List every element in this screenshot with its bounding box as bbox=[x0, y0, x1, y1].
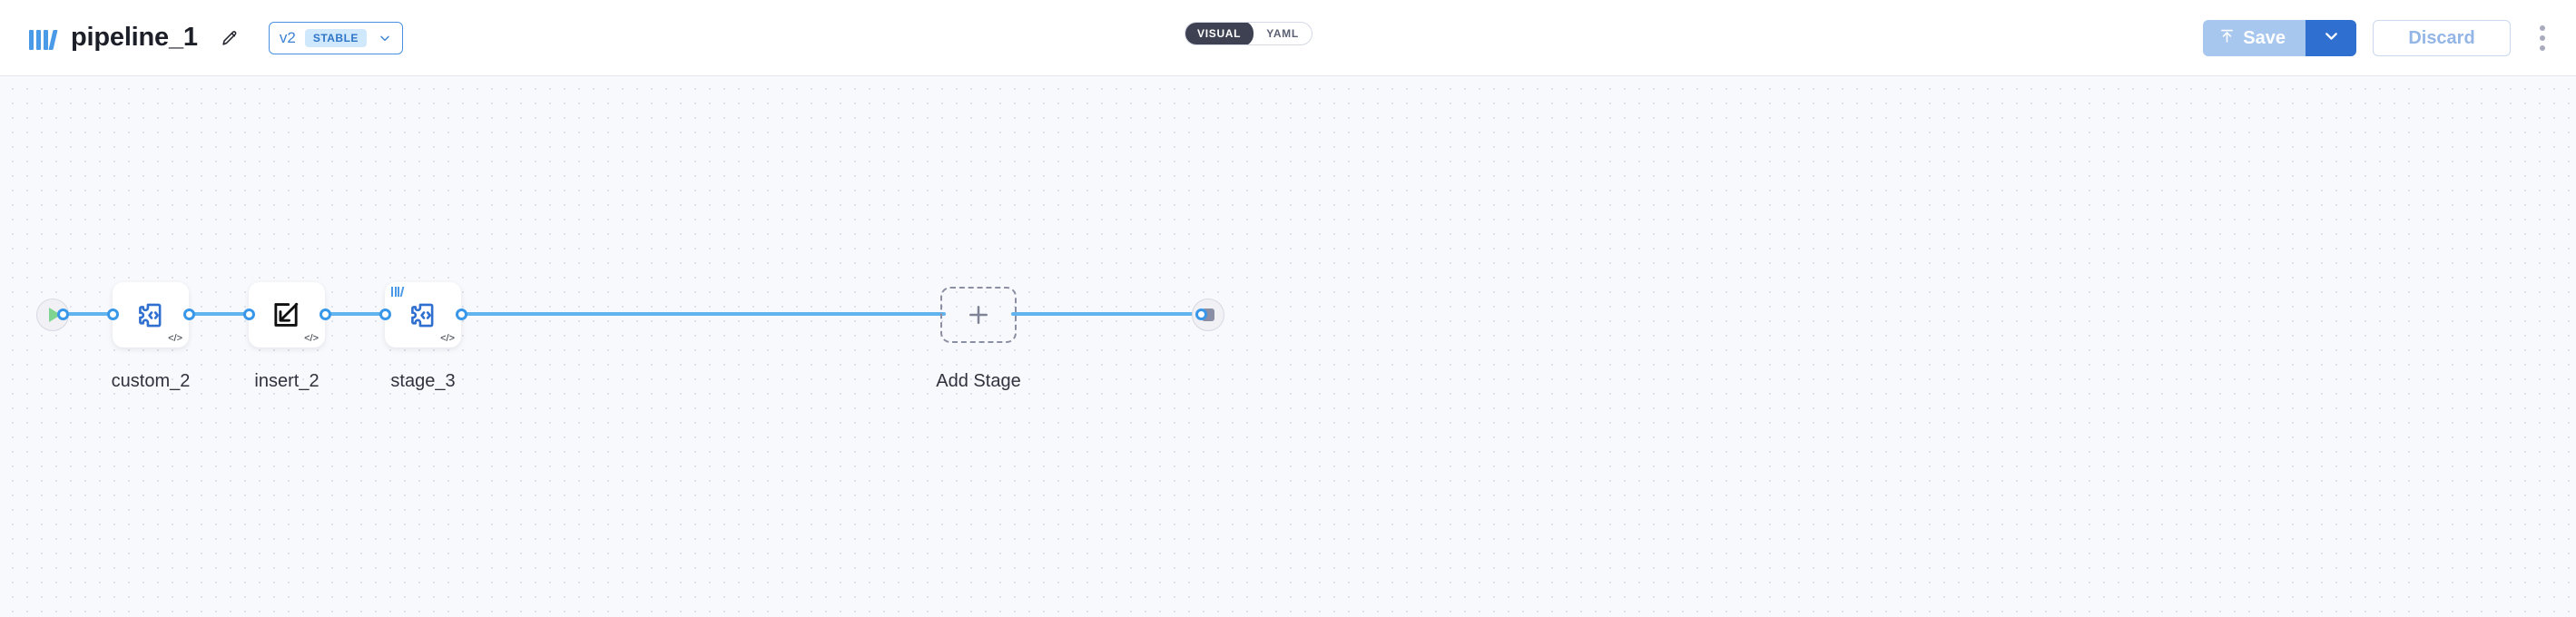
save-dropdown-button[interactable] bbox=[2306, 20, 2356, 56]
save-button-label: Save bbox=[2243, 27, 2286, 48]
code-badge-icon: </> bbox=[168, 333, 182, 344]
port-stage_3-in[interactable] bbox=[379, 308, 391, 320]
add-stage-label: Add Stage bbox=[936, 371, 1021, 391]
version-status-badge: STABLE bbox=[304, 28, 367, 47]
stage-node-insert_2[interactable]: </> bbox=[249, 282, 325, 348]
header-left-group: pipeline_1 v2 STABLE bbox=[0, 21, 403, 54]
port-insert_2-in[interactable] bbox=[243, 308, 255, 320]
stage-label-custom_2: custom_2 bbox=[111, 371, 191, 391]
discard-button[interactable]: Discard bbox=[2373, 20, 2511, 56]
pipeline-canvas[interactable]: </> custom_2 </> insert_2 bbox=[0, 76, 2576, 617]
plus-icon bbox=[969, 306, 988, 324]
code-badge-icon: </> bbox=[304, 333, 319, 344]
port-insert_2-out[interactable] bbox=[320, 308, 331, 320]
save-button-group: Save bbox=[2203, 20, 2356, 56]
chevron-down-icon bbox=[2322, 26, 2341, 50]
view-mode-toggle[interactable]: VISUAL YAML bbox=[1185, 22, 1313, 45]
port-custom_2-out[interactable] bbox=[183, 308, 195, 320]
header-actions: Save Discard bbox=[2203, 0, 2558, 76]
stripes-logo-icon bbox=[390, 286, 404, 298]
pipeline-flow: </> custom_2 </> insert_2 bbox=[0, 76, 2576, 617]
port-custom_2-in[interactable] bbox=[107, 308, 119, 320]
page-title: pipeline_1 bbox=[71, 23, 198, 52]
stripes-logo-icon bbox=[27, 24, 58, 52]
stage-label-insert_2: insert_2 bbox=[254, 371, 320, 391]
app-header: pipeline_1 v2 STABLE VISUAL YAML bbox=[0, 0, 2576, 76]
stage-node-custom_2[interactable]: </> bbox=[113, 282, 189, 348]
puzzle-code-icon bbox=[136, 300, 166, 330]
kebab-menu-icon[interactable] bbox=[2527, 20, 2558, 56]
stage-node-stage_3[interactable]: </> bbox=[385, 282, 461, 348]
puzzle-code-icon bbox=[408, 300, 438, 330]
version-selector[interactable]: v2 STABLE bbox=[268, 21, 403, 54]
version-number: v2 bbox=[279, 28, 296, 46]
upload-arrow-icon bbox=[2219, 27, 2235, 50]
save-button[interactable]: Save bbox=[2203, 20, 2306, 56]
port-start-out[interactable] bbox=[57, 308, 69, 320]
edges-layer bbox=[54, 312, 1202, 316]
tab-yaml[interactable]: YAML bbox=[1266, 27, 1299, 40]
chevron-down-icon bbox=[378, 31, 392, 45]
insert-arrow-square-icon bbox=[270, 299, 303, 331]
port-end-in[interactable] bbox=[1195, 308, 1207, 320]
code-badge-icon: </> bbox=[440, 333, 455, 344]
port-stage_3-out[interactable] bbox=[456, 308, 467, 320]
add-stage-button[interactable] bbox=[940, 287, 1017, 343]
tab-visual[interactable]: VISUAL bbox=[1185, 23, 1254, 44]
pencil-icon[interactable] bbox=[216, 24, 243, 52]
stage-label-stage_3: stage_3 bbox=[390, 371, 456, 391]
